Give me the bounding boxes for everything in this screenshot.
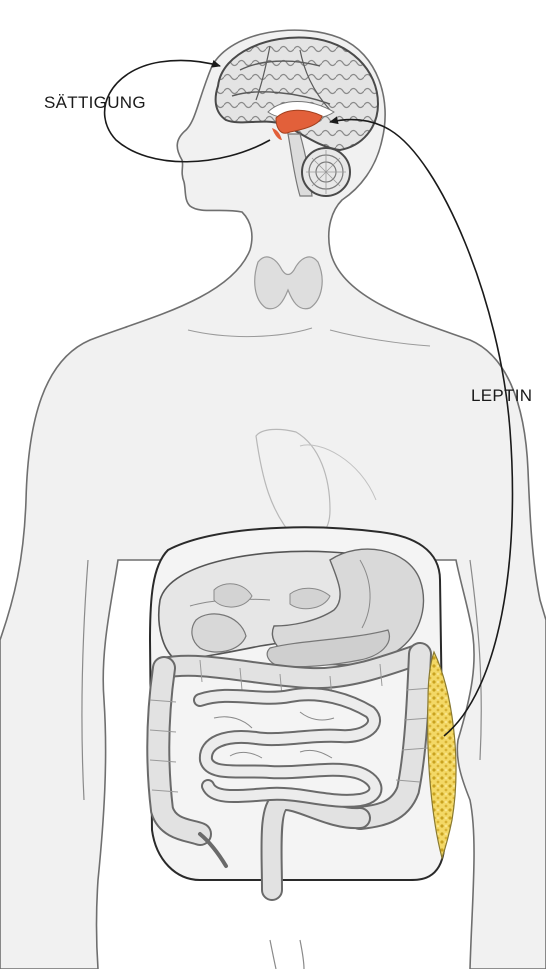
satiety-label: SÄTTIGUNG: [44, 93, 146, 113]
cerebellum-icon: [302, 148, 350, 196]
leptin-label: LEPTIN: [471, 386, 532, 406]
